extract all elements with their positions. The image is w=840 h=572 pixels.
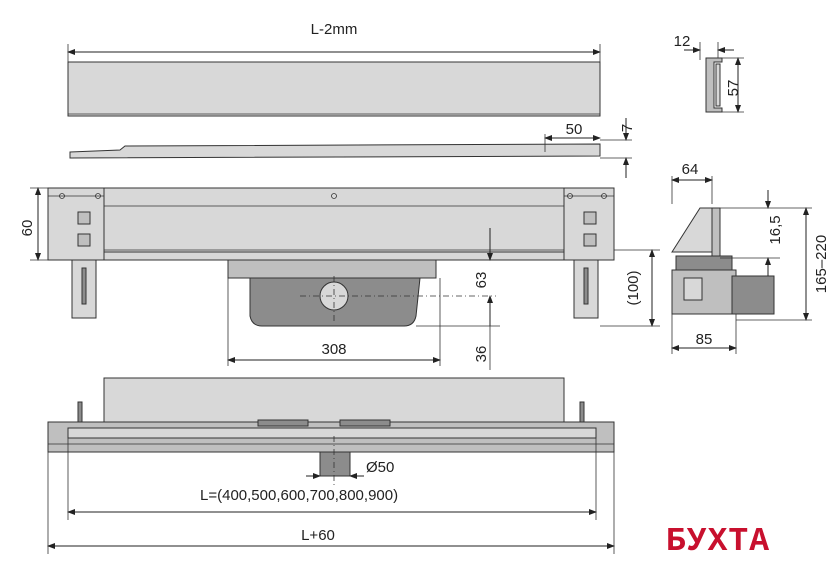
dim-side-range: 165–220 — [813, 235, 830, 293]
dim-profile-height: 57 — [725, 80, 742, 97]
dim-length-options: L=(400,500,600,700,800,900) — [200, 487, 398, 504]
profile-view — [684, 42, 744, 113]
dim-top-length: L-2mm — [311, 21, 358, 38]
dim-outlet-axis: 63 — [473, 272, 490, 289]
dim-lip-width: 50 — [566, 121, 583, 138]
dim-outlet-diameter: Ø50 — [366, 459, 394, 476]
frame-front-view — [30, 187, 660, 370]
dim-body-width: 308 — [321, 341, 346, 358]
dim-side-width-bottom: 85 — [696, 331, 713, 348]
dim-total-length: L+60 — [301, 527, 335, 544]
dim-side-width-top: 64 — [682, 161, 699, 178]
dim-profile-width: 12 — [674, 33, 691, 50]
watermark-logo: БУХТА — [664, 522, 770, 562]
side-view — [671, 176, 812, 354]
dim-outlet-depth: 36 — [473, 346, 490, 363]
dim-lip-height: 7 — [619, 124, 636, 132]
cover-plate-view — [67, 44, 632, 178]
dim-side-offset: 16,5 — [767, 215, 784, 244]
dim-side-height: (100) — [625, 270, 642, 305]
watermark-text: БУХТА — [666, 523, 770, 560]
dim-frame-height: 60 — [19, 220, 36, 237]
frame-top-view — [47, 377, 615, 554]
